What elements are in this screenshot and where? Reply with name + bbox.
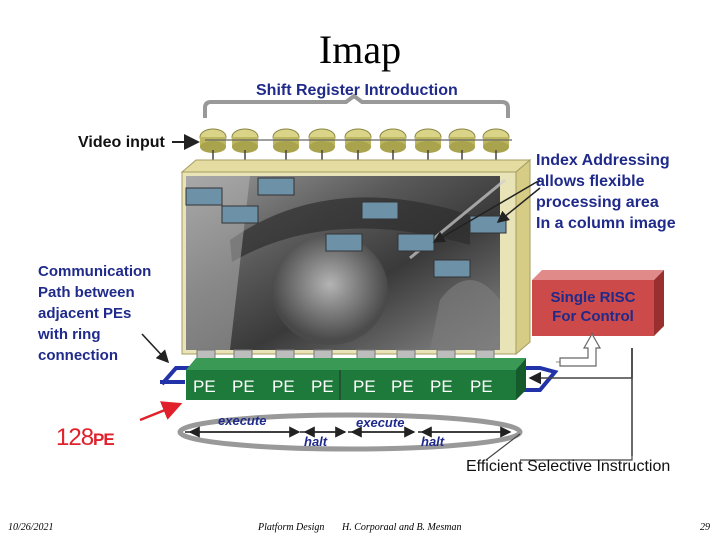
pe-label: PE: [232, 377, 255, 396]
execute-halt-loop: [177, 412, 523, 452]
execute-label: execute: [218, 413, 266, 428]
index-addressing-line: Index Addressing: [536, 152, 670, 169]
footer-authors: H. Corporaal and B. Mesman: [342, 522, 462, 533]
pe-label: PE: [391, 377, 414, 396]
video-input-label: Video input: [78, 134, 165, 151]
shift-register-label: Shift Register Introduction: [256, 82, 458, 99]
communication-path-line: Path between: [38, 284, 135, 301]
risc-label-line: For Control: [552, 308, 634, 325]
pe-count-unit: PE: [93, 430, 115, 449]
pe-label: PE: [193, 377, 216, 396]
communication-path-line: adjacent PEs: [38, 305, 132, 322]
communication-path-line: Communication: [38, 263, 152, 280]
communication-path-line: connection: [38, 347, 119, 364]
index-addressing-line: processing area: [536, 194, 659, 211]
index-addressing-line: allows flexible: [536, 173, 645, 190]
pe-count-arrow: [139, 401, 183, 422]
footer-date: 10/26/2021: [8, 522, 54, 533]
execute-label: execute: [356, 415, 404, 430]
footer-page: 29: [700, 522, 710, 533]
pe-count-number: 128: [56, 424, 94, 451]
pe-labels: PE PE PE PE PE PE PE PE: [193, 377, 493, 396]
risc-controller: [532, 270, 664, 336]
pe-count-label: 128PE: [56, 424, 115, 452]
shift-register-bracket: [203, 93, 510, 118]
pe-label: PE: [272, 377, 295, 396]
pe-label: PE: [353, 377, 376, 396]
pe-label: PE: [430, 377, 453, 396]
index-addressing-label: Index Addressing allows flexible process…: [536, 150, 676, 234]
risc-label: Single RISC For Control: [532, 288, 654, 326]
efficient-instruction-label: Efficient Selective Instruction: [466, 458, 671, 475]
communication-path-line: with ring: [38, 326, 101, 343]
pe-label: PE: [470, 377, 493, 396]
halt-label: halt: [304, 434, 328, 449]
pe-array: [186, 358, 526, 400]
risc-label-line: Single RISC: [550, 289, 636, 306]
index-addressing-line: In a column image: [536, 215, 676, 232]
pe-label: PE: [311, 377, 334, 396]
memory-block: [180, 158, 541, 356]
halt-label: halt: [421, 434, 445, 449]
slide-title: Imap: [318, 27, 402, 72]
footer-topic: Platform Design: [258, 522, 325, 533]
communication-path-label: Communication Path between adjacent PEs …: [38, 261, 151, 366]
ring-connection: [160, 366, 559, 392]
